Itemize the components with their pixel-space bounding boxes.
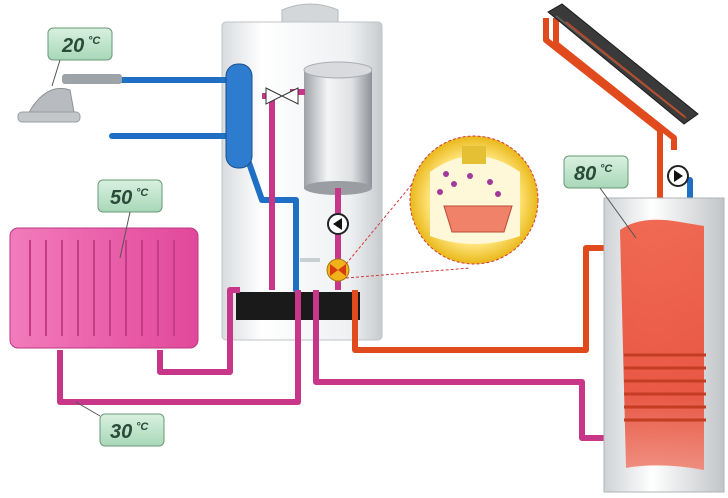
tank-temp-unit: °C (600, 163, 613, 175)
storage-tank (603, 197, 725, 493)
solar-pump-icon (667, 165, 689, 187)
valve-detail-zoom (345, 135, 539, 279)
solar-collector (547, 3, 699, 125)
pump-icon (327, 213, 349, 235)
label-return-temperature: 30 °C (75, 401, 165, 447)
label-tank-temperature: 80 °C (563, 155, 637, 239)
radiator (9, 227, 199, 349)
tap-temp-value: 20 (61, 35, 84, 57)
tank-temp-value: 80 (574, 163, 596, 185)
diverter-valve (326, 258, 350, 282)
shower-head-icon (17, 74, 122, 123)
three-way-valve-icon (265, 87, 299, 105)
label-radiator-temperature: 50 °C (97, 179, 163, 259)
plate-heat-exchanger (225, 63, 253, 169)
cold-water-pipes (109, 77, 693, 458)
boiler-cylinder (303, 61, 373, 195)
radiator-temp-value: 50 (110, 187, 132, 209)
solar-pipes (352, 18, 677, 353)
return-temp-unit: °C (136, 421, 149, 433)
tap-temp-unit: °C (88, 35, 101, 47)
label-tap-temperature: 20 °C (47, 27, 113, 87)
radiator-temp-unit: °C (136, 187, 149, 199)
return-temp-value: 30 (110, 421, 132, 443)
